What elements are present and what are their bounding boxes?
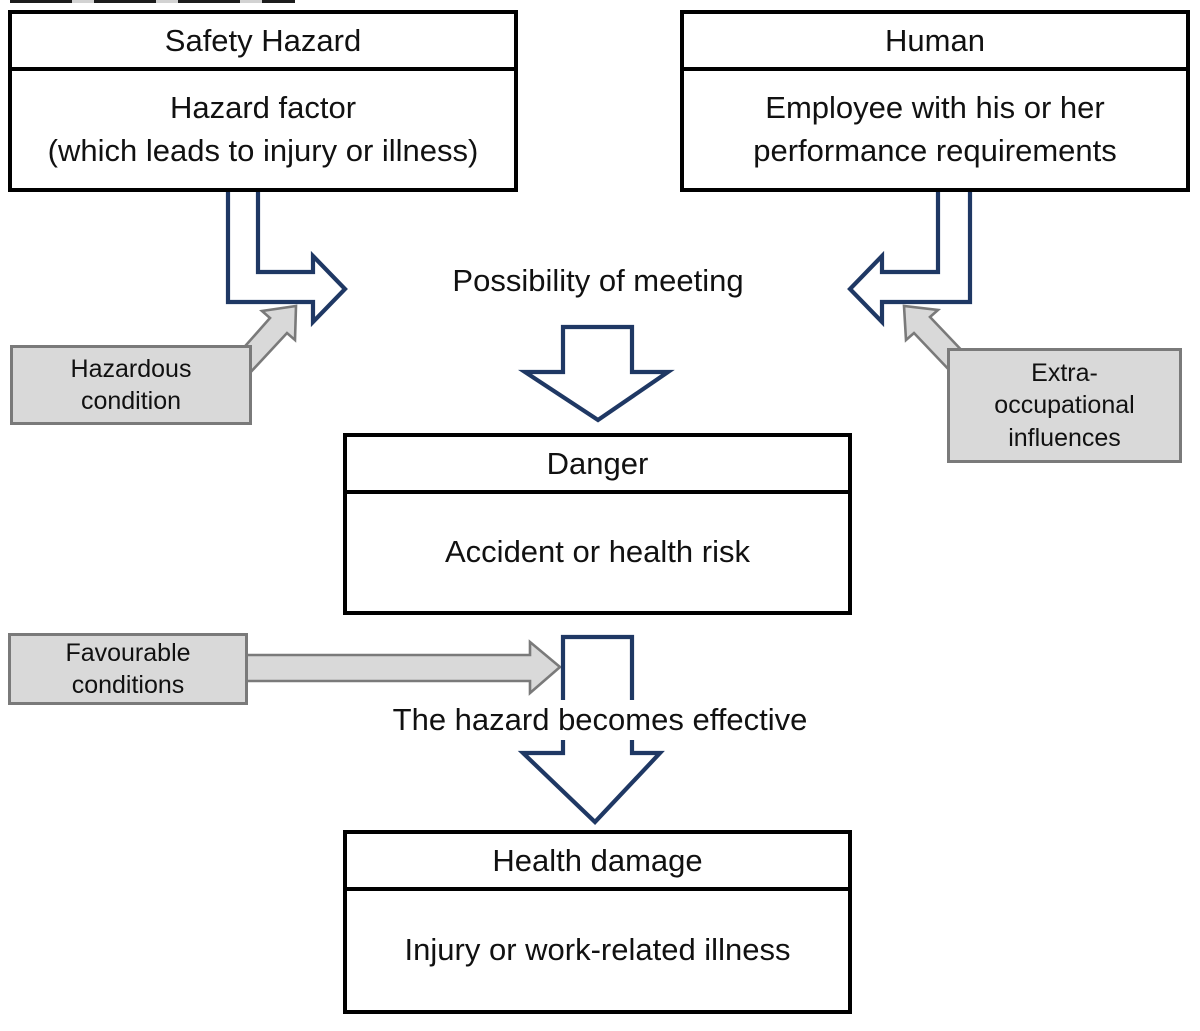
possibility-of-meeting-caption: Possibility of meeting xyxy=(452,263,744,298)
favourable-conditions-label: Favourable conditions xyxy=(8,633,248,705)
safety-hazard-title: Safety Hazard xyxy=(12,14,514,71)
safety-hazard-box: Safety Hazard Hazard factor (which leads… xyxy=(8,10,518,192)
extra-occupational-influences-label: Extra- occupational influences xyxy=(947,348,1182,463)
top-crop-artifact xyxy=(10,0,295,3)
danger-title: Danger xyxy=(347,437,848,494)
danger-body: Accident or health risk xyxy=(445,534,750,570)
human-box: Human Employee with his or her performan… xyxy=(680,10,1190,192)
safety-hazard-body: Hazard factor (which leads to injury or … xyxy=(47,89,479,168)
health-damage-title: Health damage xyxy=(347,834,848,891)
hazard-becomes-effective-caption: The hazard becomes effective xyxy=(352,700,848,740)
health-damage-body: Injury or work-related illness xyxy=(404,932,791,968)
hazardous-condition-label: Hazardous condition xyxy=(10,345,252,425)
human-body: Employee with his or her performance req… xyxy=(753,89,1117,168)
health-damage-box: Health damage Injury or work-related ill… xyxy=(343,830,852,1014)
human-title: Human xyxy=(684,14,1186,71)
safety-hazard-bent-arrow xyxy=(225,186,348,328)
meeting-down-arrow xyxy=(517,324,675,423)
favourable-conditions-arrow xyxy=(238,639,563,696)
danger-box: Danger Accident or health risk xyxy=(343,433,852,615)
human-bent-arrow xyxy=(847,186,973,328)
